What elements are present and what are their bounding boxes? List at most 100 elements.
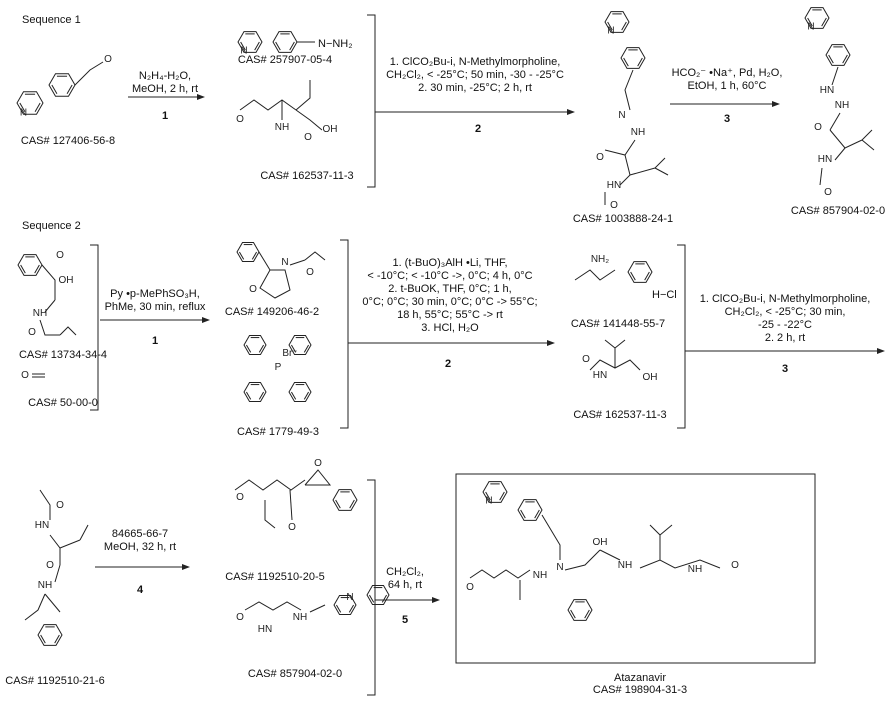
- double-bond: [499, 491, 505, 501]
- cas-label: CAS# 257907-05-4: [237, 54, 333, 66]
- step-number: 1: [151, 335, 159, 347]
- atom-label: HN: [35, 520, 49, 531]
- double-bond: [623, 57, 629, 67]
- atom-label: O: [21, 370, 29, 381]
- double-bond: [821, 17, 827, 27]
- condition-line: 2. 2 h, rt: [764, 332, 806, 344]
- bond: [829, 112, 841, 131]
- atom-label: O: [596, 152, 604, 163]
- atom-label: HN: [593, 370, 607, 381]
- benzene-ring: [332, 489, 358, 511]
- double-bond: [607, 21, 613, 31]
- arrowhead: [197, 94, 205, 100]
- double-bond: [630, 271, 636, 281]
- condition-line: 0°C; 0°C; 30 min, 0°C; 0°C -> 55°C;: [362, 296, 538, 308]
- bond: [79, 524, 89, 541]
- atom-label: NH: [618, 560, 632, 571]
- bond: [831, 66, 839, 86]
- chain: [239, 99, 297, 111]
- atom-label: O: [28, 327, 36, 338]
- cas-label: CAS# 857904-02-0: [790, 205, 886, 217]
- condition-line: 1. ClCO₂Bu-i, N-Methylmorpholine,: [389, 56, 561, 68]
- hcl-salt: H−Cl: [652, 289, 677, 301]
- pyridine-ring: [16, 91, 44, 115]
- chain: [59, 326, 77, 336]
- bond: [599, 549, 621, 561]
- condition-line: N₂H₄-H₂O,: [138, 70, 192, 82]
- atom-label: N: [281, 257, 288, 268]
- bond: [654, 157, 666, 169]
- atom-label: N: [556, 562, 563, 573]
- atom-label: O: [236, 492, 244, 503]
- sequence-2-title: Sequence 2: [22, 220, 81, 232]
- bracket: [340, 239, 349, 429]
- atom-label: O: [314, 458, 322, 469]
- bond: [289, 489, 293, 521]
- double-bond: [335, 499, 341, 509]
- cas-label: CAS# 1192510-20-5: [225, 571, 325, 583]
- bond: [39, 319, 60, 336]
- double-bond: [534, 509, 540, 519]
- double-bond: [20, 264, 26, 274]
- step-number: 3: [781, 363, 789, 375]
- step-number: 1: [161, 110, 169, 122]
- double-bond: [51, 84, 58, 95]
- double-bond: [485, 491, 491, 501]
- double-bond: [40, 634, 46, 644]
- double-bond: [34, 264, 40, 274]
- cas-label: CAS# 141448-55-7: [570, 318, 666, 330]
- bracket: [367, 14, 376, 188]
- atom-label: NH: [688, 564, 702, 575]
- atom-label: O: [582, 354, 590, 365]
- double-bond: [381, 594, 388, 603]
- double-bond: [34, 102, 41, 113]
- atom-label: O: [56, 500, 64, 511]
- double-bond: [19, 102, 26, 113]
- condition-line: MeOH, 32 h, rt: [103, 541, 177, 553]
- bond: [654, 167, 669, 176]
- condition-line: 64 h, rt: [387, 579, 423, 591]
- double-bond: [258, 391, 265, 400]
- atom-label: HN: [258, 624, 272, 635]
- condition-line: Py •p-MePhSO₃H,: [110, 288, 200, 300]
- double-bond: [289, 41, 295, 51]
- bond: [639, 559, 721, 569]
- atom-label: O: [104, 54, 112, 65]
- hydrazine-group: N−NH₂: [318, 38, 353, 50]
- condition-line: CH₂Cl₂, < -25°C; 50 min, -30 - -25°C: [386, 69, 564, 81]
- chain: [469, 569, 531, 579]
- bond: [541, 514, 561, 560]
- double-bond: [621, 21, 627, 31]
- atom-label: O: [304, 132, 312, 143]
- atom-label: NH₂: [591, 254, 609, 265]
- bond: [44, 299, 56, 313]
- chain: [234, 479, 306, 491]
- atom-label: O: [610, 200, 618, 211]
- oxazolidinone-ring: [259, 269, 291, 299]
- atom-label: HN: [820, 85, 834, 96]
- condition-line: HCO₂⁻ •Na⁺, Pd, H₂O,: [671, 67, 783, 79]
- condition-line: 18 h, 55°C; 55°C -> rt: [397, 309, 503, 321]
- double-bond: [303, 391, 310, 400]
- double-bond: [303, 344, 310, 353]
- step-3-conditions: HCO₂⁻ •Na⁺, Pd, H₂O, EtOH, 1 h, 60°C: [672, 67, 783, 93]
- phenyl-ring: [243, 334, 267, 356]
- benzene-ring: [17, 254, 43, 276]
- benzene-ring: [37, 624, 63, 646]
- bond: [861, 139, 875, 151]
- atom-label: N: [240, 45, 247, 56]
- cas-label: CAS# 13734-34-4: [18, 349, 108, 361]
- double-bond: [335, 604, 342, 613]
- vinyl: [574, 269, 616, 281]
- bond: [309, 604, 326, 613]
- atom-label: NH: [533, 570, 547, 581]
- atom-label: O: [466, 582, 474, 593]
- double-bond: [238, 251, 245, 260]
- bond: [834, 147, 846, 161]
- chain: [244, 601, 302, 611]
- bond: [624, 154, 656, 176]
- double-bond: [258, 344, 265, 353]
- atom-label: N: [618, 110, 625, 121]
- bond: [44, 593, 61, 613]
